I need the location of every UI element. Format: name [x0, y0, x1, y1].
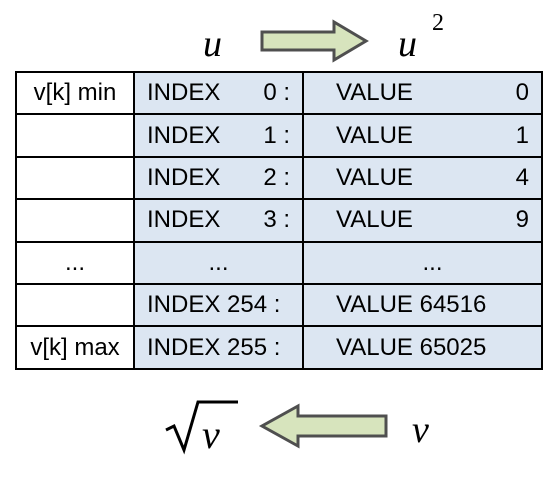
input-variable-v: v	[412, 409, 429, 451]
row-label: ...	[15, 240, 135, 285]
value-number: 9	[515, 206, 529, 234]
sqrt-variable-v: v	[202, 412, 220, 457]
index-number: 0 :	[263, 79, 290, 107]
value-text: VALUE	[336, 79, 413, 107]
value-text: VALUE	[336, 206, 413, 234]
table-row: v[k] min INDEX 0 : VALUE 0	[15, 70, 543, 116]
row-label	[15, 113, 135, 158]
right-arrow-icon	[260, 19, 369, 63]
value-cell: VALUE 1	[302, 113, 543, 158]
table-row: v[k] max INDEX 255 : VALUE 65025	[15, 325, 543, 370]
index-number: 1 :	[263, 121, 290, 149]
input-variable-u: u	[203, 23, 222, 65]
value-cell: VALUE 4	[302, 155, 543, 201]
index-cell: INDEX 255 :	[133, 325, 304, 370]
value-text: VALUE	[336, 121, 413, 149]
lookup-table: v[k] min INDEX 0 : VALUE 0 INDEX 1 : VALUE 1…	[15, 70, 543, 370]
value-text: VALUE	[336, 163, 413, 191]
index-cell: INDEX 2 :	[133, 155, 304, 201]
value-cell: VALUE 0	[302, 70, 543, 116]
left-arrow-icon	[258, 403, 388, 449]
index-cell: INDEX 0 :	[133, 70, 304, 116]
row-label	[15, 155, 135, 201]
index-text: INDEX	[147, 163, 221, 191]
index-cell: INDEX 1 :	[133, 113, 304, 158]
output-variable-u: u	[398, 23, 417, 65]
value-number: 4	[515, 163, 529, 191]
table-row: INDEX 3 : VALUE 9	[15, 198, 543, 243]
row-label	[15, 198, 135, 243]
index-ellipsis: ...	[133, 240, 304, 285]
index-cell: INDEX 254 :	[133, 282, 304, 328]
table-row: INDEX 254 : VALUE 64516	[15, 282, 543, 328]
value-number: 0	[515, 79, 529, 107]
value-cell: VALUE 65025	[302, 325, 543, 370]
table-row: INDEX 1 : VALUE 1	[15, 113, 543, 158]
value-cell: VALUE 9	[302, 198, 543, 243]
square-root-v: v	[165, 400, 238, 457]
row-label	[15, 282, 135, 328]
exponent-2: 2	[432, 10, 444, 36]
index-cell: INDEX 3 :	[133, 198, 304, 243]
value-cell: VALUE 64516	[302, 282, 543, 328]
index-text: INDEX	[147, 79, 221, 107]
index-text: INDEX	[147, 206, 221, 234]
index-number: 3 :	[263, 206, 290, 234]
table-row: ... ... ...	[15, 240, 543, 285]
row-label: v[k] min	[15, 70, 135, 116]
row-label: v[k] max	[15, 325, 135, 370]
index-number: 2 :	[263, 163, 290, 191]
table-row: INDEX 2 : VALUE 4	[15, 155, 543, 201]
value-number: 1	[515, 121, 529, 149]
index-text: INDEX	[147, 121, 221, 149]
value-ellipsis: ...	[302, 240, 543, 285]
